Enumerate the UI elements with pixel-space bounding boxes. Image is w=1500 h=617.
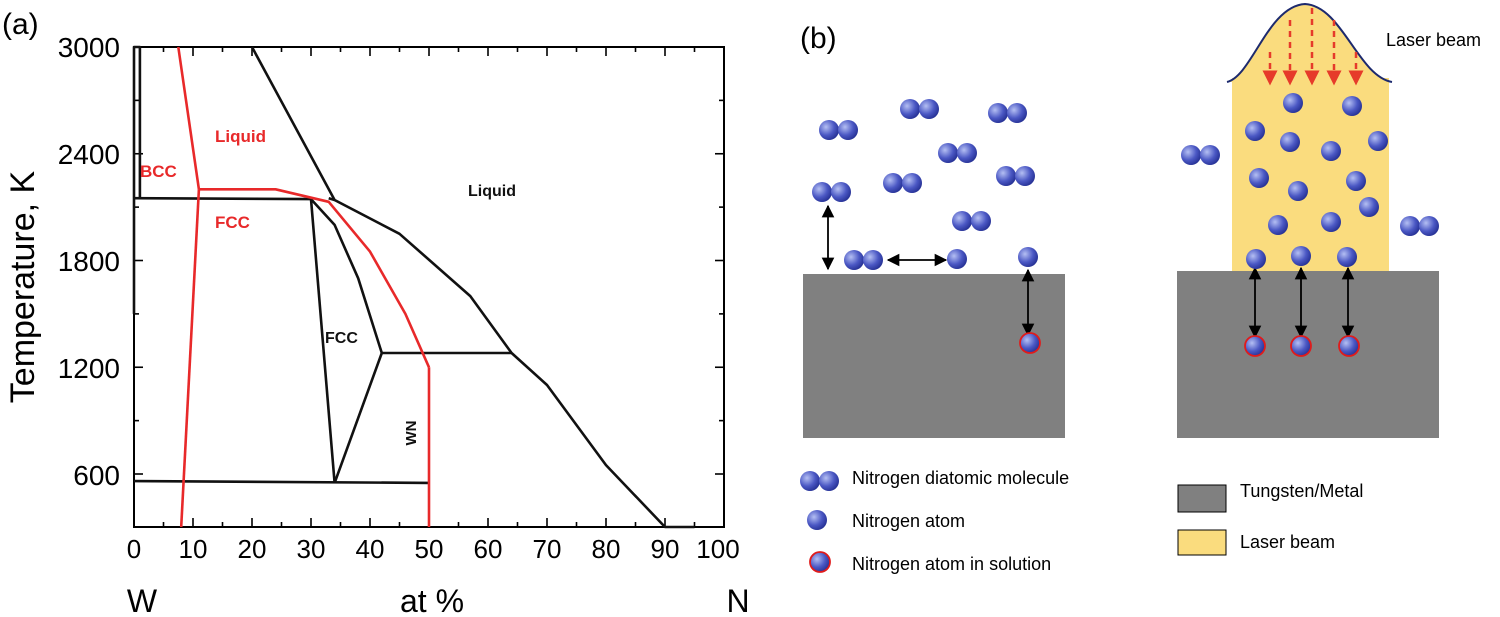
nitrogen-molecule (819, 120, 858, 140)
nitrogen-atom (1342, 96, 1362, 116)
panel-a: (a) 600 1200 1800 2400 3000 0 10 20 30 4… (2, 8, 750, 617)
nitrogen-atom-in-solution (1338, 335, 1360, 357)
laser-arrows (1262, 8, 1364, 86)
y-tick-label: 600 (73, 460, 120, 491)
element-w-label: W (127, 583, 158, 617)
panel-b-label: (b) (800, 22, 837, 55)
legend-laser-swatch (1177, 529, 1227, 556)
phase-boundary-black-0 (132, 45, 142, 314)
nitrogen-particles-right (1181, 93, 1439, 357)
nitrogen-atom (1368, 131, 1388, 151)
nitrogen-atom (1321, 212, 1341, 232)
x-tick-label: 50 (415, 534, 444, 564)
x-tick-label: 90 (651, 534, 680, 564)
nitrogen-atom (1245, 121, 1265, 141)
phase-boundary-black-6 (333, 352, 384, 484)
x-tick-label: 20 (238, 534, 267, 564)
nitrogen-molecule (1400, 216, 1439, 236)
legend-label: Nitrogen diatomic molecule (852, 468, 1069, 488)
legend-atom-in-solution-icon (809, 551, 831, 573)
phase-boundary-black-8 (133, 479, 430, 485)
nitrogen-atom (947, 249, 967, 269)
nitrogen-molecule (938, 143, 977, 163)
nitrogen-atom (1268, 215, 1288, 235)
nitrogen-atom-in-solution (1019, 332, 1041, 354)
laser-beam-profile (1226, 2, 1393, 83)
phase-boundary-black-1 (133, 196, 312, 201)
nitrogen-atom (1321, 141, 1341, 161)
nitrogen-atom (1337, 247, 1357, 267)
y-tick-label: 1200 (58, 353, 120, 384)
x-tick-label: 100 (696, 534, 739, 564)
nitrogen-molecule (812, 182, 851, 202)
region-label-bcc: BCC (140, 162, 177, 181)
laser-beam-label: Laser beam (1386, 30, 1481, 50)
axis-ticks (133, 46, 725, 527)
nitrogen-molecules-left (812, 99, 1041, 354)
y-tick-label: 3000 (58, 32, 120, 63)
nitrogen-atom (1291, 246, 1311, 266)
element-n-label: N (726, 583, 749, 617)
region-label-fcc-red: FCC (215, 213, 250, 232)
transport-arrows-right (1248, 266, 1355, 339)
region-label-liquid-red: Liquid (215, 127, 266, 146)
nitrogen-atom-in-solution (1290, 335, 1312, 357)
legend-label: Nitrogen atom (852, 511, 965, 531)
nitrogen-atom (1283, 93, 1303, 113)
legend-label: Nitrogen atom in solution (852, 554, 1051, 574)
nitrogen-molecule (900, 99, 939, 119)
legend-atom-icon (807, 510, 827, 530)
phase-boundary-red-9 (177, 46, 201, 190)
y-tick-label: 1800 (58, 246, 120, 277)
nitrogen-molecule (996, 166, 1035, 186)
nitrogen-molecule (1181, 145, 1220, 165)
metal-block-left (803, 274, 1065, 438)
legend-right: Tungsten/Metal Laser beam (1177, 481, 1363, 556)
phase-boundaries (132, 45, 695, 529)
nitrogen-molecule (952, 211, 991, 231)
nitrogen-atom (1359, 197, 1379, 217)
panel-a-label: (a) (2, 8, 39, 41)
x-axis-label: at % (400, 583, 464, 617)
metal-block-right (1177, 271, 1439, 438)
x-tick-label: 80 (592, 534, 621, 564)
nitrogen-atom (1246, 249, 1266, 269)
x-tick-label: 30 (297, 534, 326, 564)
x-tick-label: 70 (533, 534, 562, 564)
nitrogen-atom (1280, 132, 1300, 152)
legend-molecule-icon (800, 471, 839, 491)
legend-label: Laser beam (1240, 532, 1335, 552)
legend-label: Tungsten/Metal (1240, 481, 1363, 501)
x-tick-label: 40 (356, 534, 385, 564)
nitrogen-atom-in-solution (1244, 335, 1266, 357)
phase-boundary-black-5 (309, 198, 336, 484)
x-tick-label: 10 (179, 534, 208, 564)
nitrogen-atom (1288, 181, 1308, 201)
panel-b: (b) Laser beam (800, 2, 1481, 574)
nitrogen-atom (1346, 171, 1366, 191)
legend-left: Nitrogen diatomic molecule Nitrogen atom… (800, 468, 1069, 574)
region-label-liquid-black: Liquid (468, 183, 516, 200)
legend-metal-swatch (1177, 484, 1227, 513)
transport-arrows-left (821, 204, 1035, 337)
phase-boundary-red-10 (179, 189, 201, 528)
nitrogen-atom (1249, 168, 1269, 188)
y-tick-label: 2400 (58, 139, 120, 170)
nitrogen-molecule (988, 103, 1027, 123)
region-label-fcc-black: FCC (325, 330, 358, 347)
nitrogen-atom (1018, 247, 1038, 267)
region-label-wn: WN (403, 421, 420, 446)
x-tick-label: 0 (127, 534, 141, 564)
nitrogen-molecule (844, 250, 883, 270)
phase-boundary-red-11 (198, 188, 431, 368)
x-tick-label: 60 (474, 534, 503, 564)
nitrogen-molecule (883, 173, 922, 193)
y-axis-label: Temperature, K (4, 170, 42, 403)
phase-boundary-black-4 (310, 198, 384, 354)
